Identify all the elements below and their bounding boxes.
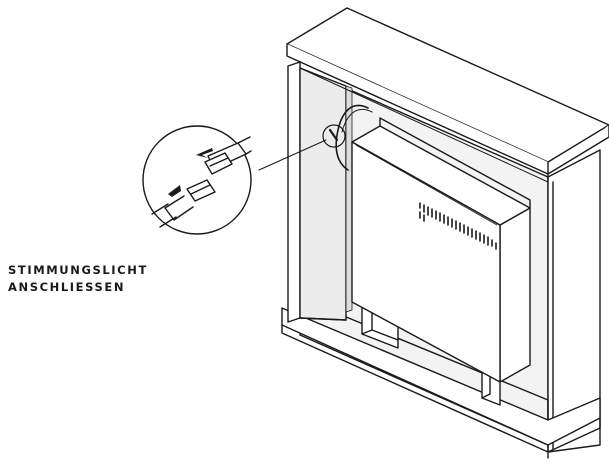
connector-marker [322,124,346,148]
plug-upper [204,152,233,175]
connector-detail-circle [142,125,252,235]
left-side-panel [287,61,301,323]
vent-slots [419,202,497,250]
caption-line-1: STIMMUNGSLICHT [8,263,148,277]
mood-light-cable [335,104,369,171]
instruction-caption: STIMMUNGSLICHT ANSCHLIESSEN [8,262,148,296]
caption-line-2: ANSCHLIESSEN [8,280,126,294]
arrow-up-icon [168,185,181,197]
leader-line [258,139,327,171]
insert-right-face [499,207,531,383]
right-side-panel [547,149,601,453]
top-mantel [286,7,609,163]
connector-detail [151,136,252,228]
insert-front-face [351,141,501,383]
arrow-left-icon [196,148,213,158]
